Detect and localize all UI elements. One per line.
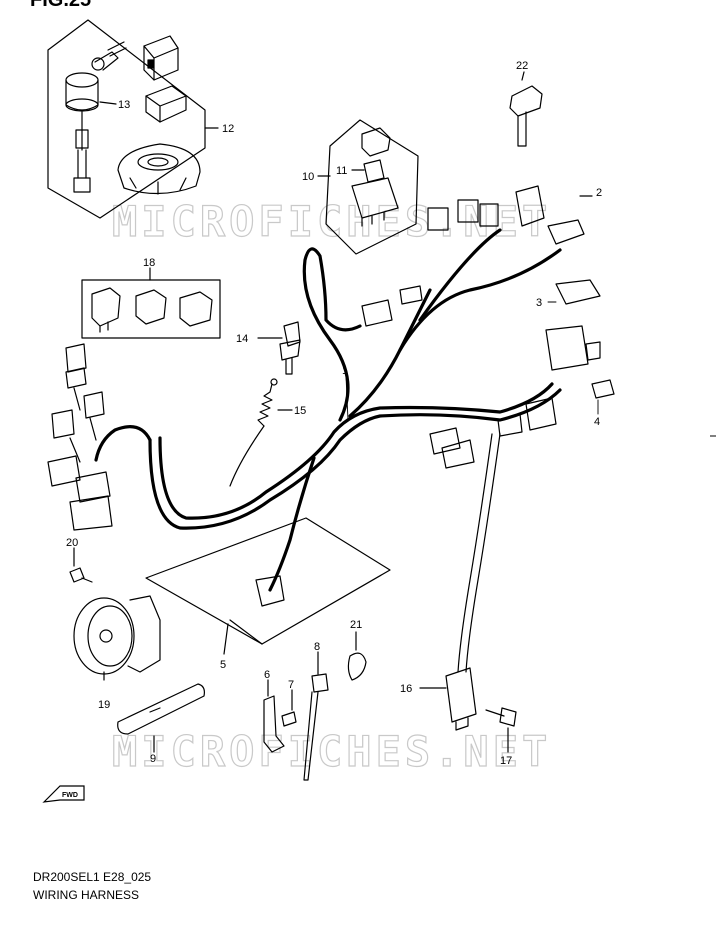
callout-2: 2: [596, 187, 602, 199]
footer-code: DR200SEL1 E28_025: [33, 870, 152, 884]
harness-connectors: [47, 185, 615, 531]
tie-part-8: [303, 651, 329, 781]
callout-12: 12: [222, 123, 234, 135]
screw-part-7: [281, 689, 297, 727]
callout-16: 16: [400, 683, 412, 695]
callout-7: 7: [288, 679, 294, 691]
callout-13: 13: [118, 99, 130, 111]
callouts: 1 2 3 4 5 6 7 8 9 10 11 12 13 14 15 16 1…: [66, 60, 602, 767]
footer-name: WIRING HARNESS: [33, 888, 140, 902]
relay-group: [317, 119, 419, 255]
callout-8: 8: [314, 641, 320, 653]
callout-17: 17: [500, 755, 512, 767]
callout-3: 3: [536, 297, 542, 309]
callout-6: 6: [264, 669, 270, 681]
band-part-9: [117, 683, 205, 753]
bolt-part-20: [69, 547, 93, 583]
watermark-bottom: MICROFICHES.NET: [112, 727, 551, 776]
callout-14: 14: [236, 333, 248, 345]
sensor-part-16: [419, 433, 501, 731]
callout-11: 11: [336, 165, 347, 177]
callout-22: 22: [516, 60, 528, 72]
callout-21: 21: [350, 619, 362, 631]
callout-9: 9: [150, 753, 156, 765]
callout-18: 18: [143, 257, 155, 269]
bolt-part-17: [485, 707, 517, 753]
callout-5: 5: [220, 659, 226, 671]
callout-20: 20: [66, 537, 78, 549]
sheet-part: [145, 517, 391, 655]
callout-15: 15: [294, 405, 306, 417]
clip-part-21: [347, 631, 367, 681]
figure-title: FIG.25: [30, 0, 91, 11]
callout-19: 19: [98, 699, 110, 711]
fwd-label: FWD: [62, 792, 78, 799]
leader-lines: [345, 301, 599, 421]
callout-1: 1: [342, 365, 348, 377]
bracket-part-6: [263, 679, 285, 753]
ignition-switch-group: [47, 19, 219, 219]
fwd-arrow-icon: FWD: [42, 785, 85, 803]
callout-4: 4: [594, 416, 600, 428]
switch-part-14: [257, 321, 301, 375]
main-harness: [94, 228, 562, 592]
key-part: [509, 71, 543, 147]
callout-10: 10: [302, 171, 314, 183]
spring-part: [229, 378, 293, 487]
horn-part: [73, 595, 161, 681]
connector-caps-group: [81, 267, 221, 339]
